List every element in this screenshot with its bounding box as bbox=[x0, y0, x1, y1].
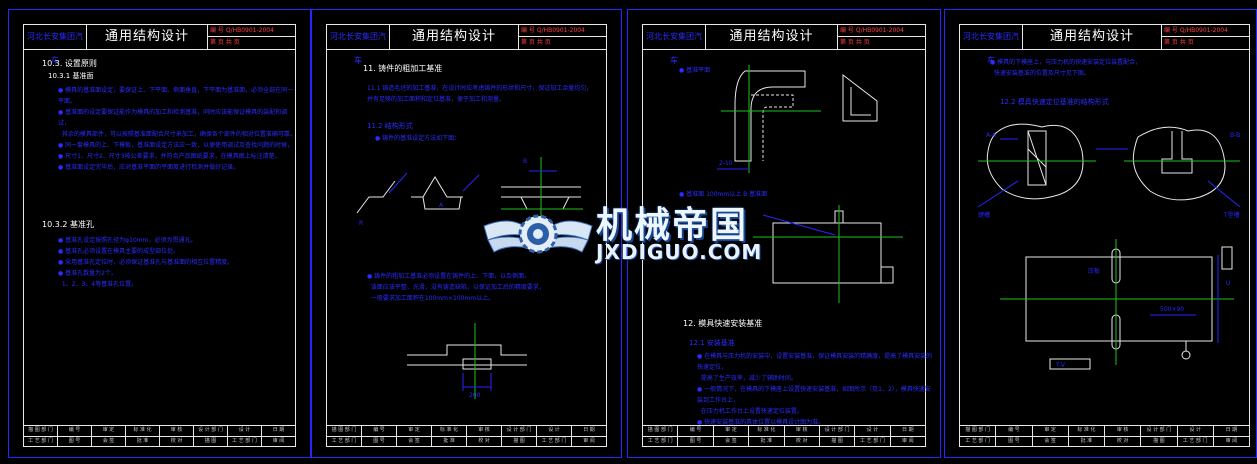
bullet-item: ● 基准孔设定按照孔径为φ10mm，必须为贯通孔。 bbox=[58, 237, 197, 244]
quick-locate-section-drawing: A-A B-B 键槽 T型槽 bbox=[977, 123, 1241, 219]
section-profile-drawing: B R A bbox=[356, 157, 583, 229]
svg-text:500×90: 500×90 bbox=[1160, 306, 1184, 313]
subsection-heading: 12.1 安装基准 bbox=[689, 339, 735, 347]
sheet-title: 通用结构设计 bbox=[729, 29, 814, 44]
watermark-cn-text: 机械帝国 bbox=[596, 205, 749, 246]
bullet-item: ● 基准面设定完毕后，应对基准平面的平面度进行检测并做好记录。 bbox=[58, 164, 240, 171]
sheet-title: 通用结构设计 bbox=[411, 29, 496, 44]
company-name: 河北长安集团汽车 bbox=[643, 25, 706, 65]
doc-meta: 编 号 Q/HB0901-2004 第 页 共 页 bbox=[518, 25, 606, 49]
svg-text:R: R bbox=[359, 220, 363, 227]
bullet-item: ● 基准孔数量为2个。 bbox=[58, 270, 117, 277]
gear-wings-logo-icon bbox=[483, 214, 593, 254]
bullet-item: ● 基准面 100mm以上 B 基准面 bbox=[679, 191, 768, 198]
bullet-item: 在压力机工作台上设置快速定位装置。 bbox=[700, 408, 803, 415]
svg-text:T型槽: T型槽 bbox=[1223, 211, 1240, 219]
svg-text:A-A: A-A bbox=[986, 132, 997, 139]
svg-text:200: 200 bbox=[469, 392, 481, 399]
title-block-footer: 描 图 部 门编 号审 定标 准 化审 核设 计 部 门设 计日 期 工 艺 部… bbox=[643, 425, 925, 446]
bullet-item: ● 同一套模具的上、下模板，基准面设定方法应一致，以便使用调试及查找问题的时候， bbox=[58, 142, 294, 149]
title-block-footer: 描 图 部 门编 号审 定标 准 化审 核设 计 部 门设 计日 期 工 艺 部… bbox=[327, 425, 606, 446]
company-name: 河北长安集团汽车 bbox=[960, 25, 1023, 65]
title-block-header: 河北长安集团汽车 通用结构设计 编 号 Q/HB0901-2004 第 页 共 … bbox=[327, 25, 606, 65]
title-block-header: 河北长安集团汽车 通用结构设计 编 号 Q/HB0901-2004 第 页 共 … bbox=[643, 25, 925, 65]
paragraph: ● 模具的下模座上，与压力机的快速安装定位装置配合， 快速安装基准的位置及尺寸见… bbox=[990, 59, 1142, 77]
title-block-header: 河北长安集团汽车 通用结构设计 编 号 Q/HB0901-2004 第 页 共 … bbox=[24, 25, 295, 65]
quick-locate-plan-drawing: 500×90 压板 T-V U bbox=[1000, 239, 1234, 370]
company-name: 河北长安集团汽车 bbox=[327, 25, 390, 65]
sheet-title: 通用结构设计 bbox=[1049, 29, 1134, 44]
bullet-list: ● 基准孔设定按照孔径为φ10mm，必须为贯通孔。 ● 基准孔必须设置在模具主要… bbox=[58, 235, 296, 290]
datum-detail-drawing: 200 bbox=[407, 323, 527, 399]
bullet-item: ● 基准平面 bbox=[679, 67, 711, 74]
drawing-sheet-2: 河北长安集团汽车 通用结构设计 编 号 Q/HB0901-2004 第 页 共 … bbox=[311, 9, 622, 458]
bullet-item: ● 一般情况下，在模具的下模座上设置快速安装基准，如图所示（见1、2），模具快速… bbox=[697, 386, 931, 404]
subsection-heading: 10.3.2 基准孔 bbox=[42, 220, 94, 229]
bullet-item: 1、2、3、4等基准孔位置。 bbox=[61, 281, 138, 288]
watermark-en-text: JXDIGUO.COM bbox=[596, 240, 763, 264]
section-heading: 11. 铸件的粗加工基准 bbox=[363, 64, 443, 73]
site-watermark: 机械帝国 JXDIGUO.COM bbox=[478, 196, 778, 272]
subsection-heading: 11.2 结构形式 bbox=[367, 122, 413, 130]
bullet-item: ● 模具的基准面设定，要保证上、下平面、侧面垂直，下平面为基准面，必须全部在同一… bbox=[58, 87, 294, 105]
doc-meta: 编 号 Q/HB0901-2004 第 页 共 页 bbox=[1161, 25, 1249, 49]
bullet-item: ● 采用基准孔定位时，必须保证基准孔与基准面的相互位置精度。 bbox=[58, 259, 234, 266]
bullet-item: ● 快速安装基准的具体位置以模具设计图为准。 bbox=[697, 419, 825, 426]
svg-text:B: B bbox=[523, 158, 527, 165]
subsection-heading: 12.2 模具快速定位基准的结构形式 bbox=[1000, 98, 1109, 106]
sheet-frame: 河北长安集团汽车 通用结构设计 编 号 Q/HB0901-2004 第 页 共 … bbox=[642, 24, 932, 447]
sheet-frame: 河北长安集团汽车 通用结构设计 编 号 Q/HB0901-2004 第 页 共 … bbox=[959, 24, 1250, 447]
bullet-item: ● 铸件的基准设定方法如下图： bbox=[375, 135, 461, 142]
title-block-header: 河北长安集团汽车 通用结构设计 编 号 Q/HB0901-2004 第 页 共 … bbox=[960, 25, 1249, 65]
bullet-item: ● 在模具与压力机的安装中，设置安装基准，保证模具安装的精确度，提高了模具安装的… bbox=[697, 353, 933, 371]
svg-text:B-B: B-B bbox=[1230, 132, 1240, 139]
title-block-footer: 描 图 部 门编 号审 定标 准 化审 核设 计 部 门设 计日 期 工 艺 部… bbox=[960, 425, 1249, 446]
bullet-item: 提高了生产效率，减少了辅助时间。 bbox=[700, 375, 797, 382]
elbow-part-drawing: 2-10 bbox=[717, 65, 878, 173]
mold-base-drawing bbox=[753, 205, 903, 303]
section-heading: 12. 模具快速安装基准 bbox=[683, 319, 763, 328]
drawing-sheet-3: 河北长安集团汽车 通用结构设计 编 号 Q/HB0901-2004 第 页 共 … bbox=[627, 9, 941, 458]
bullet-item: 其余的模具部件，可以按照基准面配合尺寸来加工，确保各个部件的相对位置准确可靠。 bbox=[61, 131, 296, 138]
drawing-sheet-1: 河北长安集团汽车 通用结构设计 编 号 Q/HB0901-2004 第 页 共 … bbox=[8, 9, 311, 458]
svg-text:2-10: 2-10 bbox=[719, 160, 733, 167]
svg-text:键槽: 键槽 bbox=[978, 211, 990, 219]
svg-text:A: A bbox=[439, 202, 444, 209]
sheet-title: 通用结构设计 bbox=[104, 29, 189, 44]
paragraph: 11.1 铸造毛坯的加工基准，在设计时应考虑铸件的形状和尺寸，保证加工余量均匀，… bbox=[367, 85, 593, 103]
paragraph: ● 铸件的粗加工基准必须设置在铸件的上、下面，以及侧面， 该面应该平整、光滑，没… bbox=[367, 273, 545, 302]
bullet-item: ● 尺寸1、尺寸2、尺寸3按公差要求，并符合产品图纸要求，在模具图上标注清楚。 bbox=[58, 153, 281, 160]
title-block-footer: 描 图 部 门编 号审 定标 准 化审 核设 计 部 门设 计日 期 工 艺 部… bbox=[24, 425, 295, 446]
drawing-sheet-4: 河北长安集团汽车 通用结构设计 编 号 Q/HB0901-2004 第 页 共 … bbox=[944, 9, 1257, 458]
bullet-item: ● 基准孔必须设置在模具主要的成型部位处。 bbox=[58, 248, 180, 255]
doc-meta: 编 号 Q/HB0901-2004 第 页 共 页 bbox=[207, 25, 295, 49]
bullet-list: ● 在模具与压力机的安装中，设置安装基准，保证模具安装的精确度，提高了模具安装的… bbox=[697, 351, 933, 428]
sheet-frame: 河北长安集团汽车 通用结构设计 编 号 Q/HB0901-2004 第 页 共 … bbox=[326, 24, 607, 447]
svg-text:T-V: T-V bbox=[1055, 362, 1066, 369]
section-heading: 10.3. 设置原则 bbox=[42, 59, 97, 68]
sheet-frame: 河北长安集团汽车 通用结构设计 编 号 Q/HB0901-2004 第 页 共 … bbox=[23, 24, 296, 447]
subsection-heading: 10.3.1 基准面 bbox=[48, 72, 94, 80]
doc-meta: 编 号 Q/HB0901-2004 第 页 共 页 bbox=[837, 25, 925, 49]
svg-text:压板: 压板 bbox=[1088, 267, 1100, 275]
company-name: 河北长安集团汽车 bbox=[24, 25, 87, 65]
bullet-list: ● 模具的基准面设定，要保证上、下平面、侧面垂直，下平面为基准面，必须全部在同一… bbox=[58, 85, 296, 173]
bullet-item: ● 基准面的设定要保证能作为模具的加工和检测基准，同时应该能保证模具的装配和调试… bbox=[58, 109, 288, 127]
svg-text:U: U bbox=[1226, 280, 1230, 287]
